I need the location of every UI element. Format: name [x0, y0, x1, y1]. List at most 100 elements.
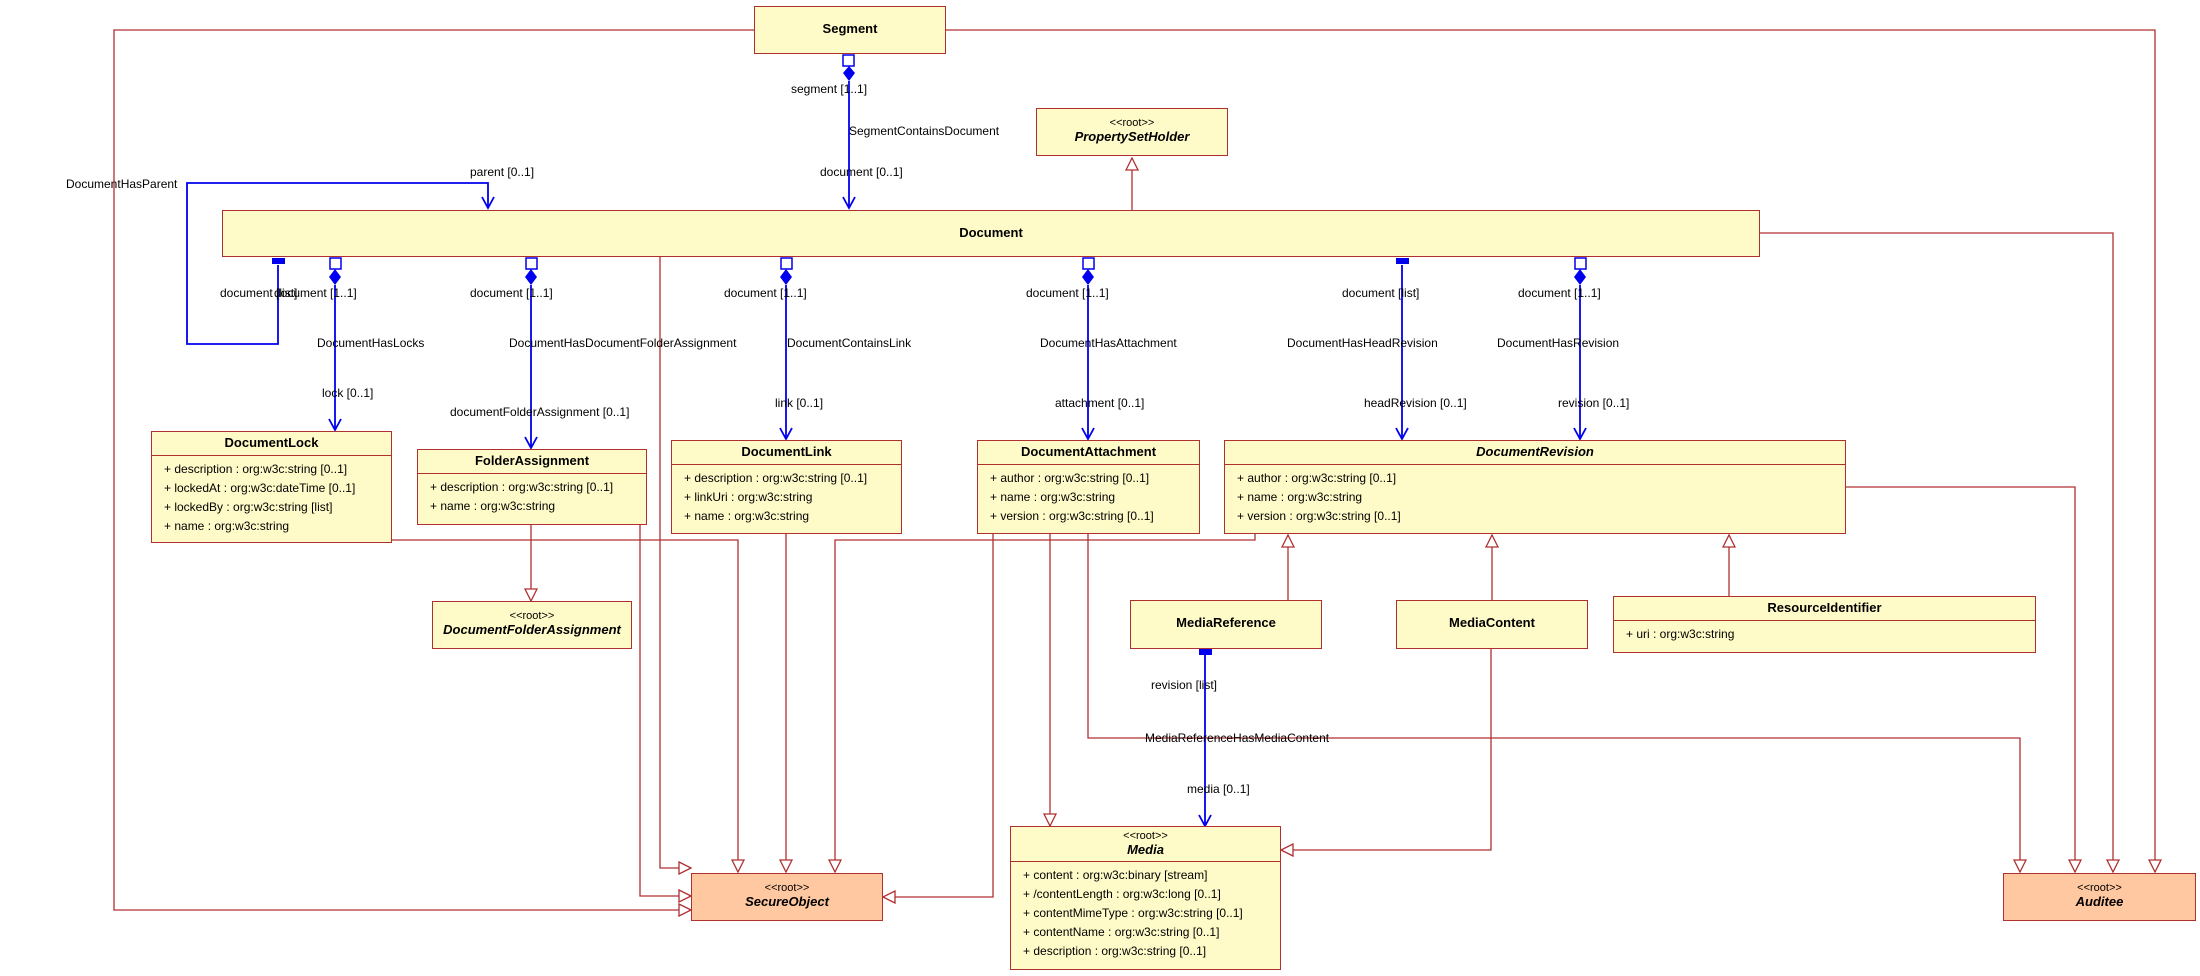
- class-media[interactable]: <<root>> Media + content : org:w3c:binar…: [1010, 826, 1281, 970]
- stereotype-label: <<root>>: [764, 882, 810, 894]
- link-composition-diamond: [780, 269, 792, 285]
- locks-composition-diamond: [329, 269, 341, 285]
- class-document-lock[interactable]: DocumentLock + description : org:w3c:str…: [151, 431, 392, 543]
- class-name: DocumentRevision: [1476, 444, 1594, 459]
- attachment-composition-diamond: [1082, 269, 1094, 285]
- assoc-document-has-parent: [186, 182, 495, 345]
- role-label-folder-assignment: documentFolderAssignment [0..1]: [450, 405, 630, 419]
- gen-mediacontent-media: [1281, 649, 1492, 850]
- attribute: + author : org:w3c:string [0..1]: [1237, 471, 1397, 485]
- attribute: + linkUri : org:w3c:string: [684, 490, 813, 504]
- attribute: + lockedBy : org:w3c:string [list]: [164, 500, 333, 514]
- association-name-document-has-revision: DocumentHasRevision: [1497, 336, 1620, 350]
- role-label-document-top: document [0..1]: [820, 165, 903, 179]
- locks-end-square: [329, 257, 342, 270]
- class-name: MediaContent: [1449, 615, 1535, 630]
- class-name: MediaReference: [1176, 615, 1276, 630]
- role-label-media: media [0..1]: [1187, 782, 1250, 796]
- attribute: + version : org:w3c:string [0..1]: [990, 509, 1154, 523]
- class-name: ResourceIdentifier: [1767, 600, 1882, 615]
- class-document-folder-assignment[interactable]: <<root>> DocumentFolderAssignment: [432, 601, 632, 649]
- attribute-compartment: + description : org:w3c:string [0..1] + …: [418, 473, 646, 516]
- parent-list-bar: [272, 258, 285, 264]
- role-label-folder-doc: document [1..1]: [470, 286, 553, 300]
- class-segment[interactable]: Segment: [754, 6, 946, 54]
- association-name-document-contains-link: DocumentContainsLink: [787, 336, 912, 350]
- class-name: Auditee: [2075, 894, 2124, 909]
- role-label-head-revision: headRevision [0..1]: [1364, 396, 1467, 410]
- attribute: + author : org:w3c:string [0..1]: [990, 471, 1150, 485]
- stereotype-label: <<root>>: [509, 610, 555, 622]
- association-name-document-has-attachment: DocumentHasAttachment: [1040, 336, 1177, 350]
- class-name: Document: [959, 225, 1023, 240]
- role-label-link-doc: document [1..1]: [724, 286, 807, 300]
- class-name: FolderAssignment: [474, 453, 590, 468]
- class-media-content[interactable]: MediaContent: [1396, 600, 1588, 649]
- class-name: Segment: [822, 21, 878, 36]
- role-label-revision: revision [0..1]: [1558, 396, 1630, 410]
- class-name: PropertySetHolder: [1074, 129, 1190, 144]
- gen-segment-secureobject: [113, 29, 754, 910]
- attribute: + name : org:w3c:string: [430, 499, 556, 513]
- association-name-document-has-parent: DocumentHasParent: [66, 177, 178, 191]
- media-reference-list-bar: [1199, 649, 1212, 655]
- gen-folderassignment-secureobject: [639, 525, 691, 896]
- attribute-compartment: + content : org:w3c:binary [stream] + /c…: [1011, 861, 1280, 961]
- segment-end-square: [842, 54, 855, 67]
- stereotype-label: <<root>>: [1123, 830, 1168, 842]
- attribute: + content : org:w3c:binary [stream]: [1023, 868, 1208, 882]
- attribute: + lockedAt : org:w3c:dateTime [0..1]: [164, 481, 356, 495]
- role-label-media-revision: revision [list]: [1151, 678, 1218, 692]
- gen-documentrevision-secureobject: [835, 533, 1256, 872]
- association-name-media-reference-has-media-content: MediaReferenceHasMediaContent: [1145, 731, 1330, 745]
- link-end-square: [780, 257, 793, 270]
- association-name-document-has-head-revision: DocumentHasHeadRevision: [1287, 336, 1438, 350]
- revision-composition-diamond: [1574, 269, 1586, 285]
- class-resource-identifier[interactable]: ResourceIdentifier + uri : org:w3c:strin…: [1613, 596, 2036, 653]
- class-name: DocumentLink: [741, 444, 832, 459]
- folder-composition-diamond: [525, 269, 537, 285]
- class-name: Media: [1127, 842, 1164, 857]
- attribute: + name : org:w3c:string: [164, 519, 290, 533]
- attribute: + description : org:w3c:string [0..1]: [164, 462, 348, 476]
- attribute-compartment: + author : org:w3c:string [0..1] + name …: [1225, 464, 1845, 526]
- attribute: + version : org:w3c:string [0..1]: [1237, 509, 1401, 523]
- role-label-attachment: attachment [0..1]: [1055, 396, 1145, 410]
- class-property-set-holder[interactable]: <<root>> PropertySetHolder: [1036, 108, 1228, 156]
- class-name: DocumentAttachment: [1020, 444, 1157, 459]
- gen-documentrevision-auditee: [1845, 486, 2075, 872]
- attribute: + name : org:w3c:string: [1237, 490, 1363, 504]
- role-label-segment: segment [1..1]: [791, 82, 868, 96]
- attribute: + contentName : org:w3c:string [0..1]: [1023, 925, 1220, 939]
- role-label-parent: parent [0..1]: [470, 165, 535, 179]
- association-name-document-has-locks: DocumentHasLocks: [317, 336, 425, 350]
- role-label-link: link [0..1]: [775, 396, 824, 410]
- revision-end-square: [1574, 257, 1587, 270]
- class-secure-object[interactable]: <<root>> SecureObject: [691, 873, 883, 921]
- class-folder-assignment[interactable]: FolderAssignment + description : org:w3c…: [417, 449, 647, 525]
- class-document[interactable]: Document: [222, 210, 1760, 257]
- class-document-attachment[interactable]: DocumentAttachment + author : org:w3c:st…: [977, 440, 1200, 534]
- attachment-end-square: [1082, 257, 1095, 270]
- attribute: + description : org:w3c:string [0..1]: [430, 480, 614, 494]
- segment-composition-diamond: [843, 66, 855, 81]
- attribute: + description : org:w3c:string [0..1]: [684, 471, 868, 485]
- gen-documentattachment-auditee: [1087, 533, 2020, 872]
- role-label-attachment-doc: document [1..1]: [1026, 286, 1109, 300]
- role-label-lock-doc-list: document [list]: [220, 286, 298, 300]
- stereotype-label: <<root>>: [1109, 117, 1155, 129]
- attribute-compartment: + uri : org:w3c:string: [1614, 620, 2035, 644]
- folder-end-square: [525, 257, 538, 270]
- attribute: + description : org:w3c:string [0..1]: [1023, 944, 1207, 958]
- attribute: + name : org:w3c:string: [990, 490, 1116, 504]
- class-name: DocumentFolderAssignment: [443, 622, 621, 637]
- class-media-reference[interactable]: MediaReference: [1130, 600, 1322, 649]
- attribute-compartment: + author : org:w3c:string [0..1] + name …: [978, 464, 1199, 526]
- attribute-compartment: + description : org:w3c:string [0..1] + …: [672, 464, 901, 526]
- association-name-segment-contains-document: SegmentContainsDocument: [849, 124, 1000, 138]
- class-auditee[interactable]: <<root>> Auditee: [2003, 873, 2196, 921]
- class-document-link[interactable]: DocumentLink + description : org:w3c:str…: [671, 440, 902, 534]
- class-document-revision[interactable]: DocumentRevision + author : org:w3c:stri…: [1224, 440, 1846, 534]
- head-revision-list-bar: [1396, 258, 1409, 264]
